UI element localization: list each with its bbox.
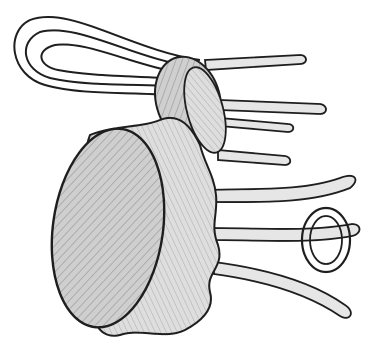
pencil-sketch [0,0,374,358]
